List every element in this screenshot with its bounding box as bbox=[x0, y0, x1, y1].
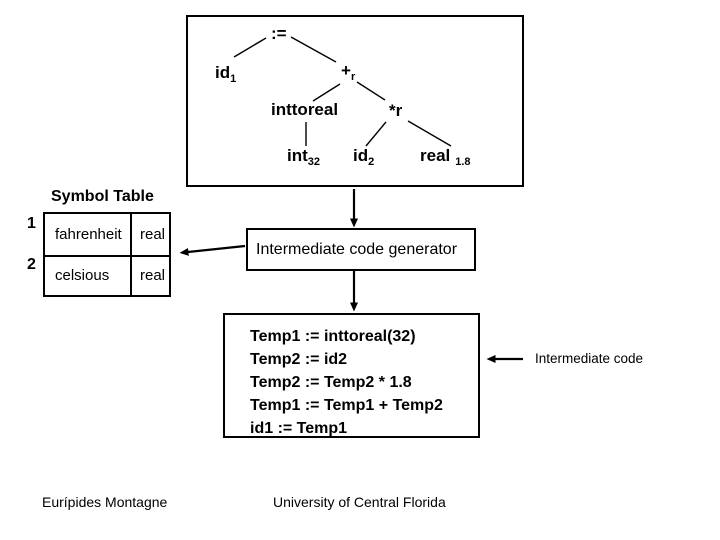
arrow-generator-to-symbol-table bbox=[179, 244, 246, 256]
tree-node-id2-subscript: 2 bbox=[368, 156, 375, 168]
intermediate-code-annotation: Intermediate code bbox=[535, 351, 644, 366]
tree-node-assign-label: := bbox=[271, 24, 287, 43]
symbol-table-cell-type: real bbox=[130, 214, 169, 255]
tree-node-real-subscript: 1.8 bbox=[455, 156, 471, 168]
tree-node-id1-label: id bbox=[215, 63, 231, 82]
code-line: Temp2 := Temp2 * 1.8 bbox=[250, 374, 412, 391]
code-line: id1 := Temp1 bbox=[250, 420, 348, 437]
tree-node-star-label: *r bbox=[389, 101, 403, 120]
tree-node-id1-subscript: 1 bbox=[230, 73, 237, 85]
tree-node-inttoreal-label: inttoreal bbox=[271, 100, 339, 119]
tree-node-assign: := bbox=[271, 24, 287, 44]
tree-node-id2: id2 bbox=[353, 146, 375, 168]
tree-node-plus: +r bbox=[341, 61, 356, 83]
tree-node-inttoreal: inttoreal bbox=[271, 100, 339, 120]
footer-institution: University of Central Florida bbox=[273, 494, 446, 510]
symbol-table-cell-type: real bbox=[130, 254, 169, 295]
tree-node-id2-label: id bbox=[353, 146, 369, 165]
intermediate-code-generator-label: Intermediate code generator bbox=[256, 240, 458, 258]
footer-author: Eurípides Montagne bbox=[42, 494, 168, 510]
tree-node-int32-label: int bbox=[287, 146, 308, 165]
tree-node-plus-subscript: r bbox=[350, 71, 356, 83]
intermediate-code-generator-box: Intermediate code generator bbox=[246, 228, 476, 271]
symbol-table-row-index: 2 bbox=[27, 256, 36, 273]
tree-node-plus-label: + bbox=[341, 61, 351, 80]
tree-node-star: *r bbox=[389, 101, 403, 121]
symbol-table-row-index: 1 bbox=[27, 215, 36, 232]
tree-node-real: real 1.8 bbox=[420, 146, 471, 168]
tree-node-id1: id1 bbox=[215, 63, 237, 85]
tree-node-real-label: real bbox=[420, 146, 451, 165]
symbol-table-cell-name: fahrenheit bbox=[55, 225, 122, 243]
tree-node-int32-subscript: 32 bbox=[307, 156, 321, 168]
tree-node-int32: int32 bbox=[287, 146, 321, 168]
code-line: Temp2 := id2 bbox=[250, 351, 348, 368]
intermediate-code-box: Temp1 := inttoreal(32) Temp2 := id2 Temp… bbox=[223, 313, 480, 438]
symbol-table: fahrenheit real celsious real bbox=[43, 212, 171, 297]
symbol-table-cell-name: celsious bbox=[45, 254, 130, 296]
symbol-table-title: Symbol Table bbox=[51, 188, 154, 205]
code-line: Temp1 := Temp1 + Temp2 bbox=[250, 397, 443, 414]
code-line: Temp1 := inttoreal(32) bbox=[250, 328, 416, 345]
